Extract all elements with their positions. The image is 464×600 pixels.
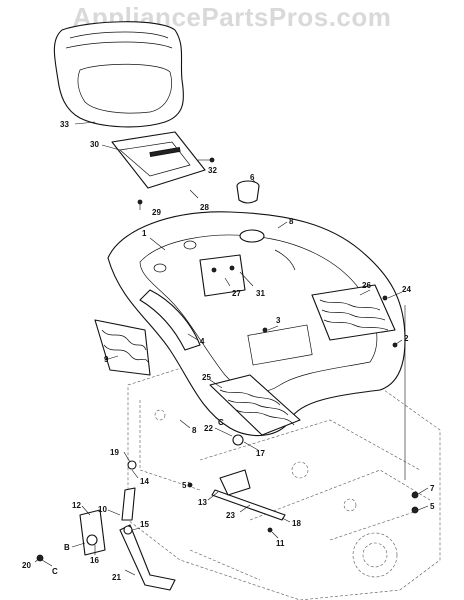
footrest-mat-left: [209, 374, 301, 436]
callout-24: 24: [402, 285, 411, 294]
linkage-rods: [127, 434, 286, 521]
callout-6: 6: [250, 173, 255, 182]
callout-20: 20: [22, 561, 31, 570]
side-mat: [94, 319, 151, 376]
callout-23: 23: [226, 511, 235, 520]
callout-C-bottom: C: [52, 567, 58, 576]
callout-15: 15: [140, 520, 149, 529]
callout-4: 4: [200, 337, 205, 346]
callout-27: 27: [232, 289, 241, 298]
callout-12: 12: [72, 501, 81, 510]
callout-26: 26: [362, 281, 371, 290]
fender-body: [107, 211, 406, 437]
callout-21: 21: [112, 573, 121, 582]
callout-25: 25: [202, 373, 211, 382]
callout-labels: 33 30 32 6 29 28 8 1 27 31 26 24 3 2 4 9…: [22, 120, 435, 582]
callout-16: 16: [90, 556, 99, 565]
callout-3: 3: [276, 316, 281, 325]
callout-30: 30: [90, 140, 99, 149]
callout-13: 13: [198, 498, 207, 507]
callout-32: 32: [208, 166, 217, 175]
callout-8-lower: 8: [192, 426, 197, 435]
callout-1: 1: [142, 229, 147, 238]
callout-33: 33: [60, 120, 69, 129]
callout-22: 22: [204, 424, 213, 433]
callout-10: 10: [98, 505, 107, 514]
brake-pedal-assembly: [79, 487, 176, 591]
callout-17: 17: [256, 449, 265, 458]
callout-5-mid: 5: [182, 481, 187, 490]
seat-bracket: [199, 254, 246, 297]
side-panel: [139, 289, 201, 351]
callout-7: 7: [430, 484, 435, 493]
callout-5-right: 5: [430, 502, 435, 511]
callout-2: 2: [404, 334, 409, 343]
callout-31: 31: [256, 289, 265, 298]
adjuster-knob: [236, 180, 260, 204]
callout-18: 18: [292, 519, 301, 528]
callout-29: 29: [152, 208, 161, 217]
callout-11: 11: [276, 539, 285, 548]
seat-plate: [111, 131, 206, 189]
callout-B: B: [64, 543, 70, 552]
callout-8-top: 8: [289, 217, 294, 226]
callout-14: 14: [140, 477, 149, 486]
callout-C-top: C: [218, 418, 224, 427]
callout-28: 28: [200, 203, 209, 212]
callout-9: 9: [104, 355, 109, 364]
leader-lines: [34, 121, 429, 576]
callout-19: 19: [110, 448, 119, 457]
seat: [53, 21, 184, 128]
footrest-mat-right: [311, 284, 396, 341]
